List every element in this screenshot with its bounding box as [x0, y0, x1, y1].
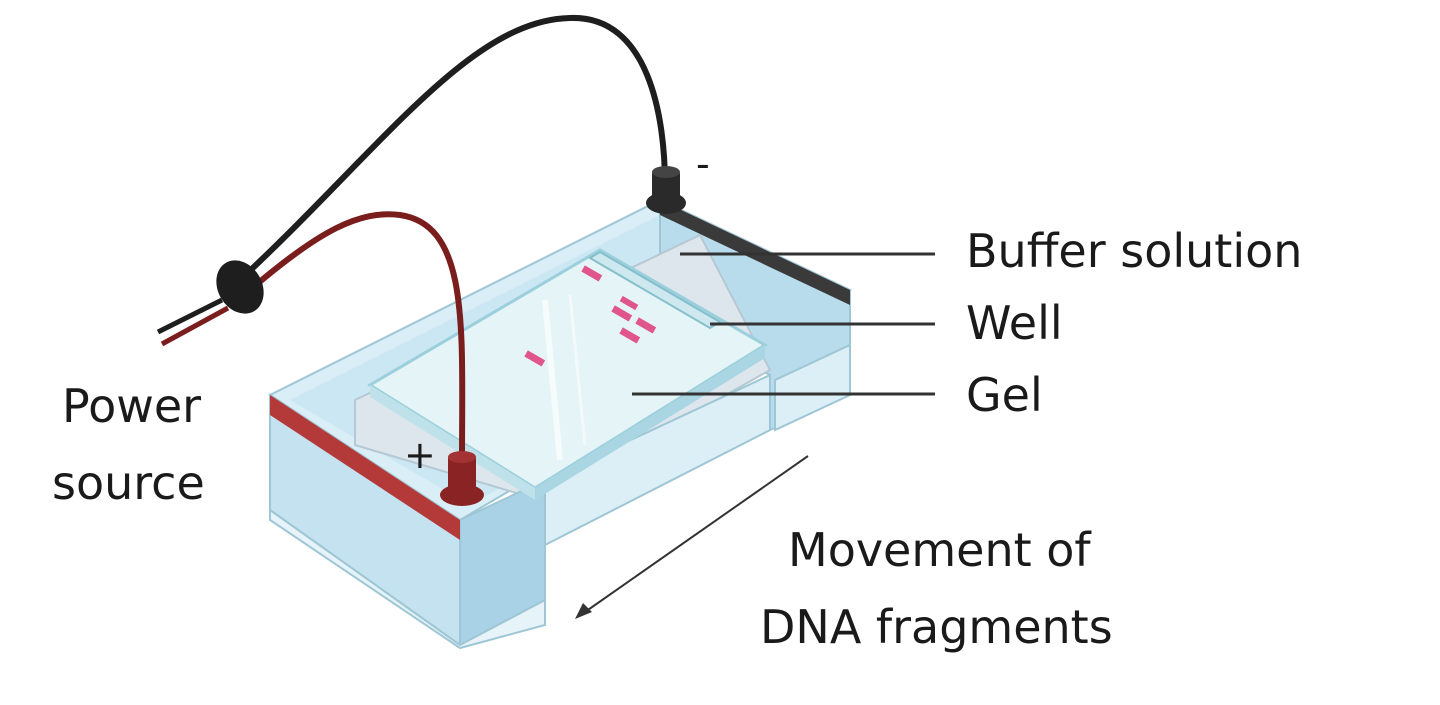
dna-band	[635, 317, 657, 334]
gel-front-edge	[535, 345, 765, 500]
negative-sign: -	[696, 142, 710, 186]
red-electrode-strip	[270, 395, 460, 540]
dna-band	[581, 265, 603, 282]
movement-arrow-head	[575, 603, 592, 619]
tank-bottom-edge	[269, 508, 546, 650]
gel-slab	[367, 248, 768, 500]
black-lead-tip	[156, 297, 224, 335]
power-source-label-line1: Power	[62, 379, 202, 433]
buffer-solution-label: Buffer solution	[966, 224, 1303, 278]
gel-label: Gel	[966, 368, 1043, 422]
red-lead-tip	[160, 305, 230, 347]
dna-band	[611, 305, 633, 322]
wire-clamp-icon	[216, 260, 264, 314]
movement-arrow	[575, 455, 809, 619]
movement-arrow-line	[584, 455, 809, 613]
gel-left-edge	[370, 385, 535, 500]
dna-band	[524, 350, 546, 367]
wires	[156, 14, 668, 461]
tank-middle-wall	[544, 373, 771, 547]
gel-highlight-1	[542, 299, 563, 461]
black-wire	[237, 14, 668, 283]
positive-sign: +	[404, 433, 436, 477]
dna-band	[619, 295, 639, 311]
well-row	[588, 250, 722, 330]
leader-lines	[632, 252, 935, 396]
black-electrode-icon	[646, 166, 686, 214]
dna-band	[619, 327, 641, 344]
well-label: Well	[966, 296, 1063, 350]
gel-highlight-2	[568, 294, 587, 446]
red-electrode-icon	[440, 451, 484, 506]
power-source-label-line2: source	[52, 456, 205, 510]
movement-label-line2: DNA fragments	[760, 600, 1113, 654]
red-wire	[248, 211, 466, 461]
movement-label-line1: Movement of	[788, 523, 1091, 577]
